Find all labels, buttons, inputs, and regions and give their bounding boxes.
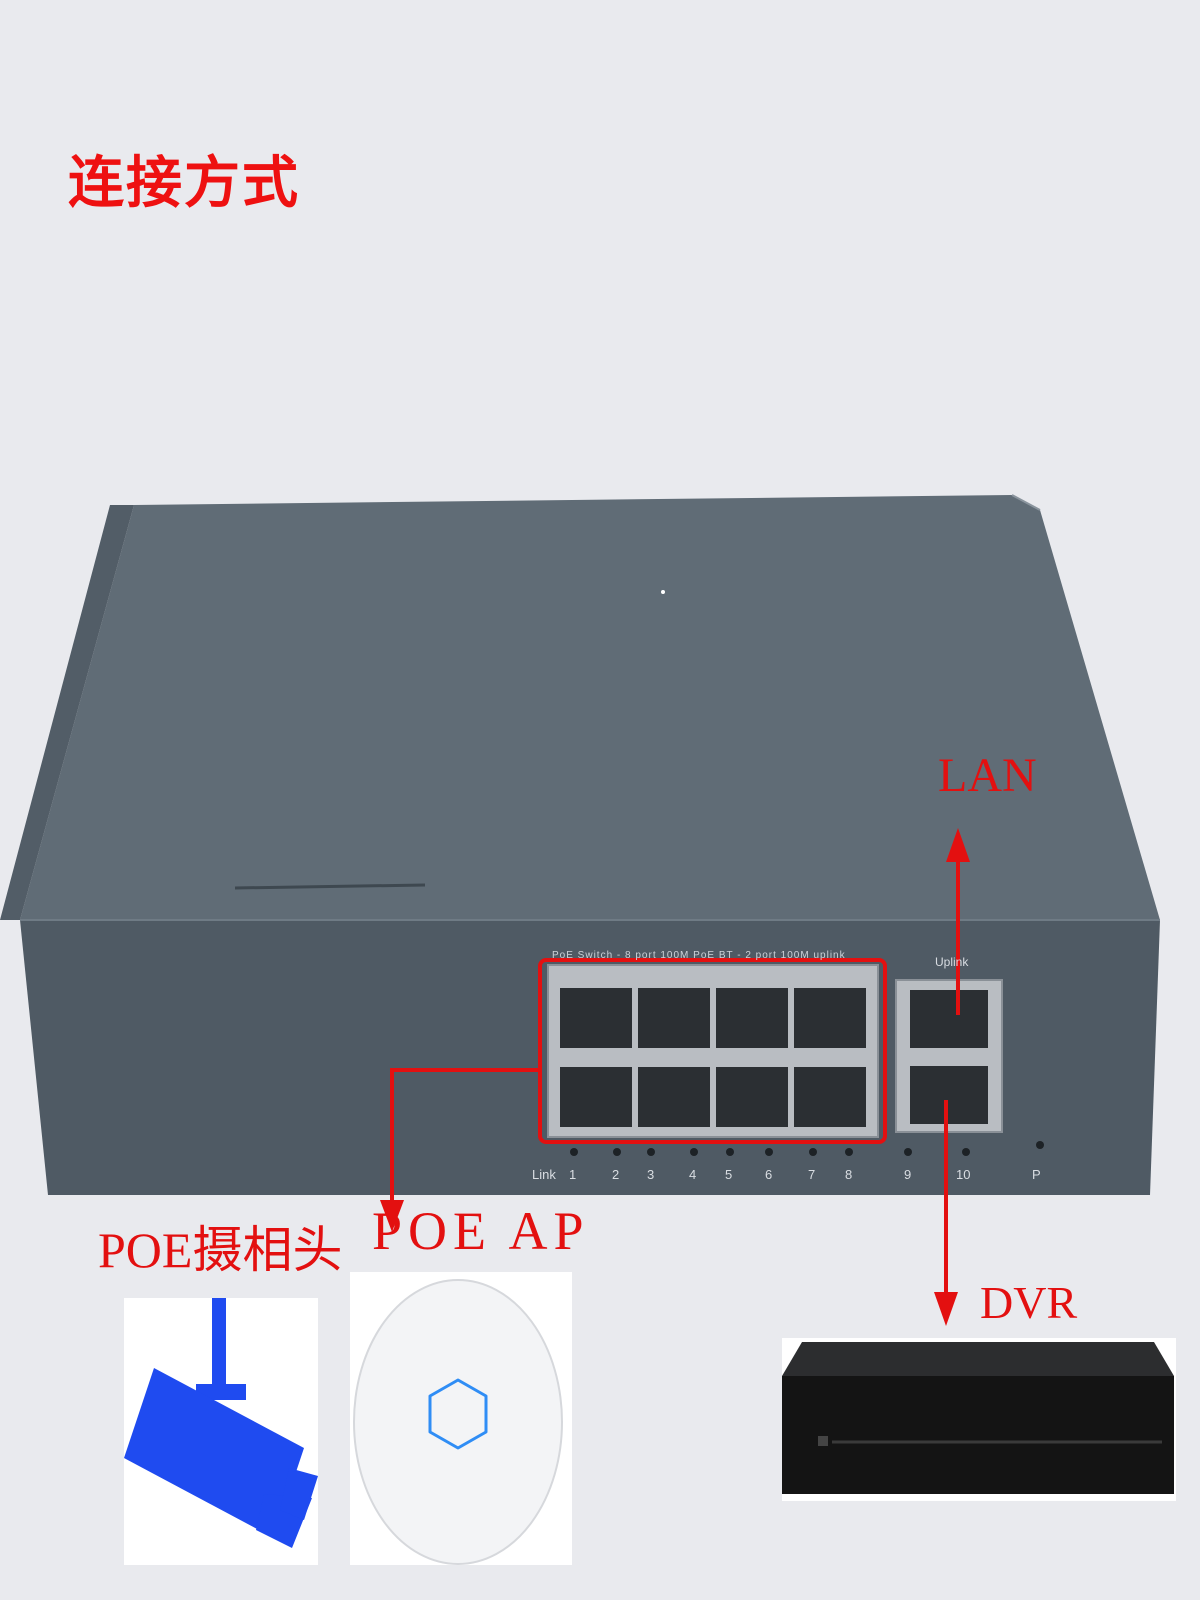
page-title: 连接方式: [68, 151, 300, 216]
poe-camera-label: POE摄相头: [98, 1222, 343, 1278]
port-label-5: 5: [725, 1167, 733, 1182]
poe-ap-label: POE AP: [372, 1201, 590, 1261]
status-leds: [570, 1141, 1044, 1156]
lan-label: LAN: [938, 749, 1037, 802]
dvr-image: [782, 1338, 1176, 1501]
dvr-device-icon: [782, 1342, 1174, 1494]
access-point-image: [350, 1272, 572, 1565]
port-label-1: 1: [569, 1167, 577, 1182]
camera-image: [124, 1298, 318, 1565]
rj45-ports-bottom: [560, 1067, 866, 1127]
poe-ports-highlight: [538, 958, 887, 1144]
switch-top-lid: [20, 495, 1160, 920]
camera-icon: [124, 1298, 318, 1548]
port-label-6: 6: [765, 1167, 773, 1182]
port-label-7: 7: [808, 1167, 816, 1182]
port-label-9: 9: [904, 1167, 912, 1182]
port-label-2: 2: [612, 1167, 620, 1182]
port-label-8: 8: [845, 1167, 853, 1182]
uplink-label: Uplink: [935, 955, 969, 969]
rj45-ports-top: [560, 988, 866, 1048]
port-label-4: 4: [689, 1167, 697, 1182]
port-label-power: P: [1032, 1167, 1041, 1182]
port-label-link: Link: [532, 1167, 556, 1182]
port-label-3: 3: [647, 1167, 655, 1182]
port-label-10: 10: [956, 1167, 971, 1182]
poe-connection-line: [390, 1068, 540, 1220]
access-point-icon: [353, 1279, 563, 1565]
switch-panel-text: PoE Switch - 8 port 100M PoE BT - 2 port…: [552, 950, 846, 961]
dvr-label: DVR: [980, 1277, 1078, 1328]
